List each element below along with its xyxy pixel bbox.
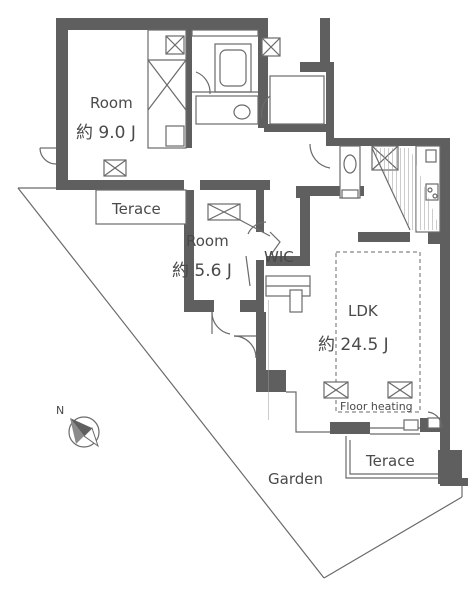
ldk-fixtures: [233, 251, 443, 435]
room-a-size: 約 9.0 J: [76, 123, 136, 143]
terrace-b-label: Terace: [365, 452, 415, 470]
room-b-name: Room: [186, 232, 229, 250]
wic-fixtures: [265, 231, 311, 313]
room-b-fixtures: [207, 203, 271, 335]
room-b-size: 約 5.6 J: [172, 261, 232, 281]
bathroom: [165, 29, 281, 125]
terrace-a-label: Terace: [111, 200, 161, 218]
terrace-b-box: [345, 436, 440, 479]
compass-icon: [68, 416, 100, 448]
ldk-name: LDK: [348, 302, 379, 320]
ldk-size: 約 24.5 J: [318, 335, 389, 355]
compass-north-label: N: [56, 404, 64, 417]
room-a-name: Room: [90, 94, 133, 112]
garden-label: Garden: [268, 470, 323, 488]
kitchen: [371, 145, 441, 233]
floor-heating-label: Floor heating: [340, 400, 413, 413]
wic-label: WIC: [264, 248, 294, 266]
walls: [56, 18, 468, 486]
terrace-a-box: [95, 189, 187, 225]
entrance: [269, 75, 361, 199]
